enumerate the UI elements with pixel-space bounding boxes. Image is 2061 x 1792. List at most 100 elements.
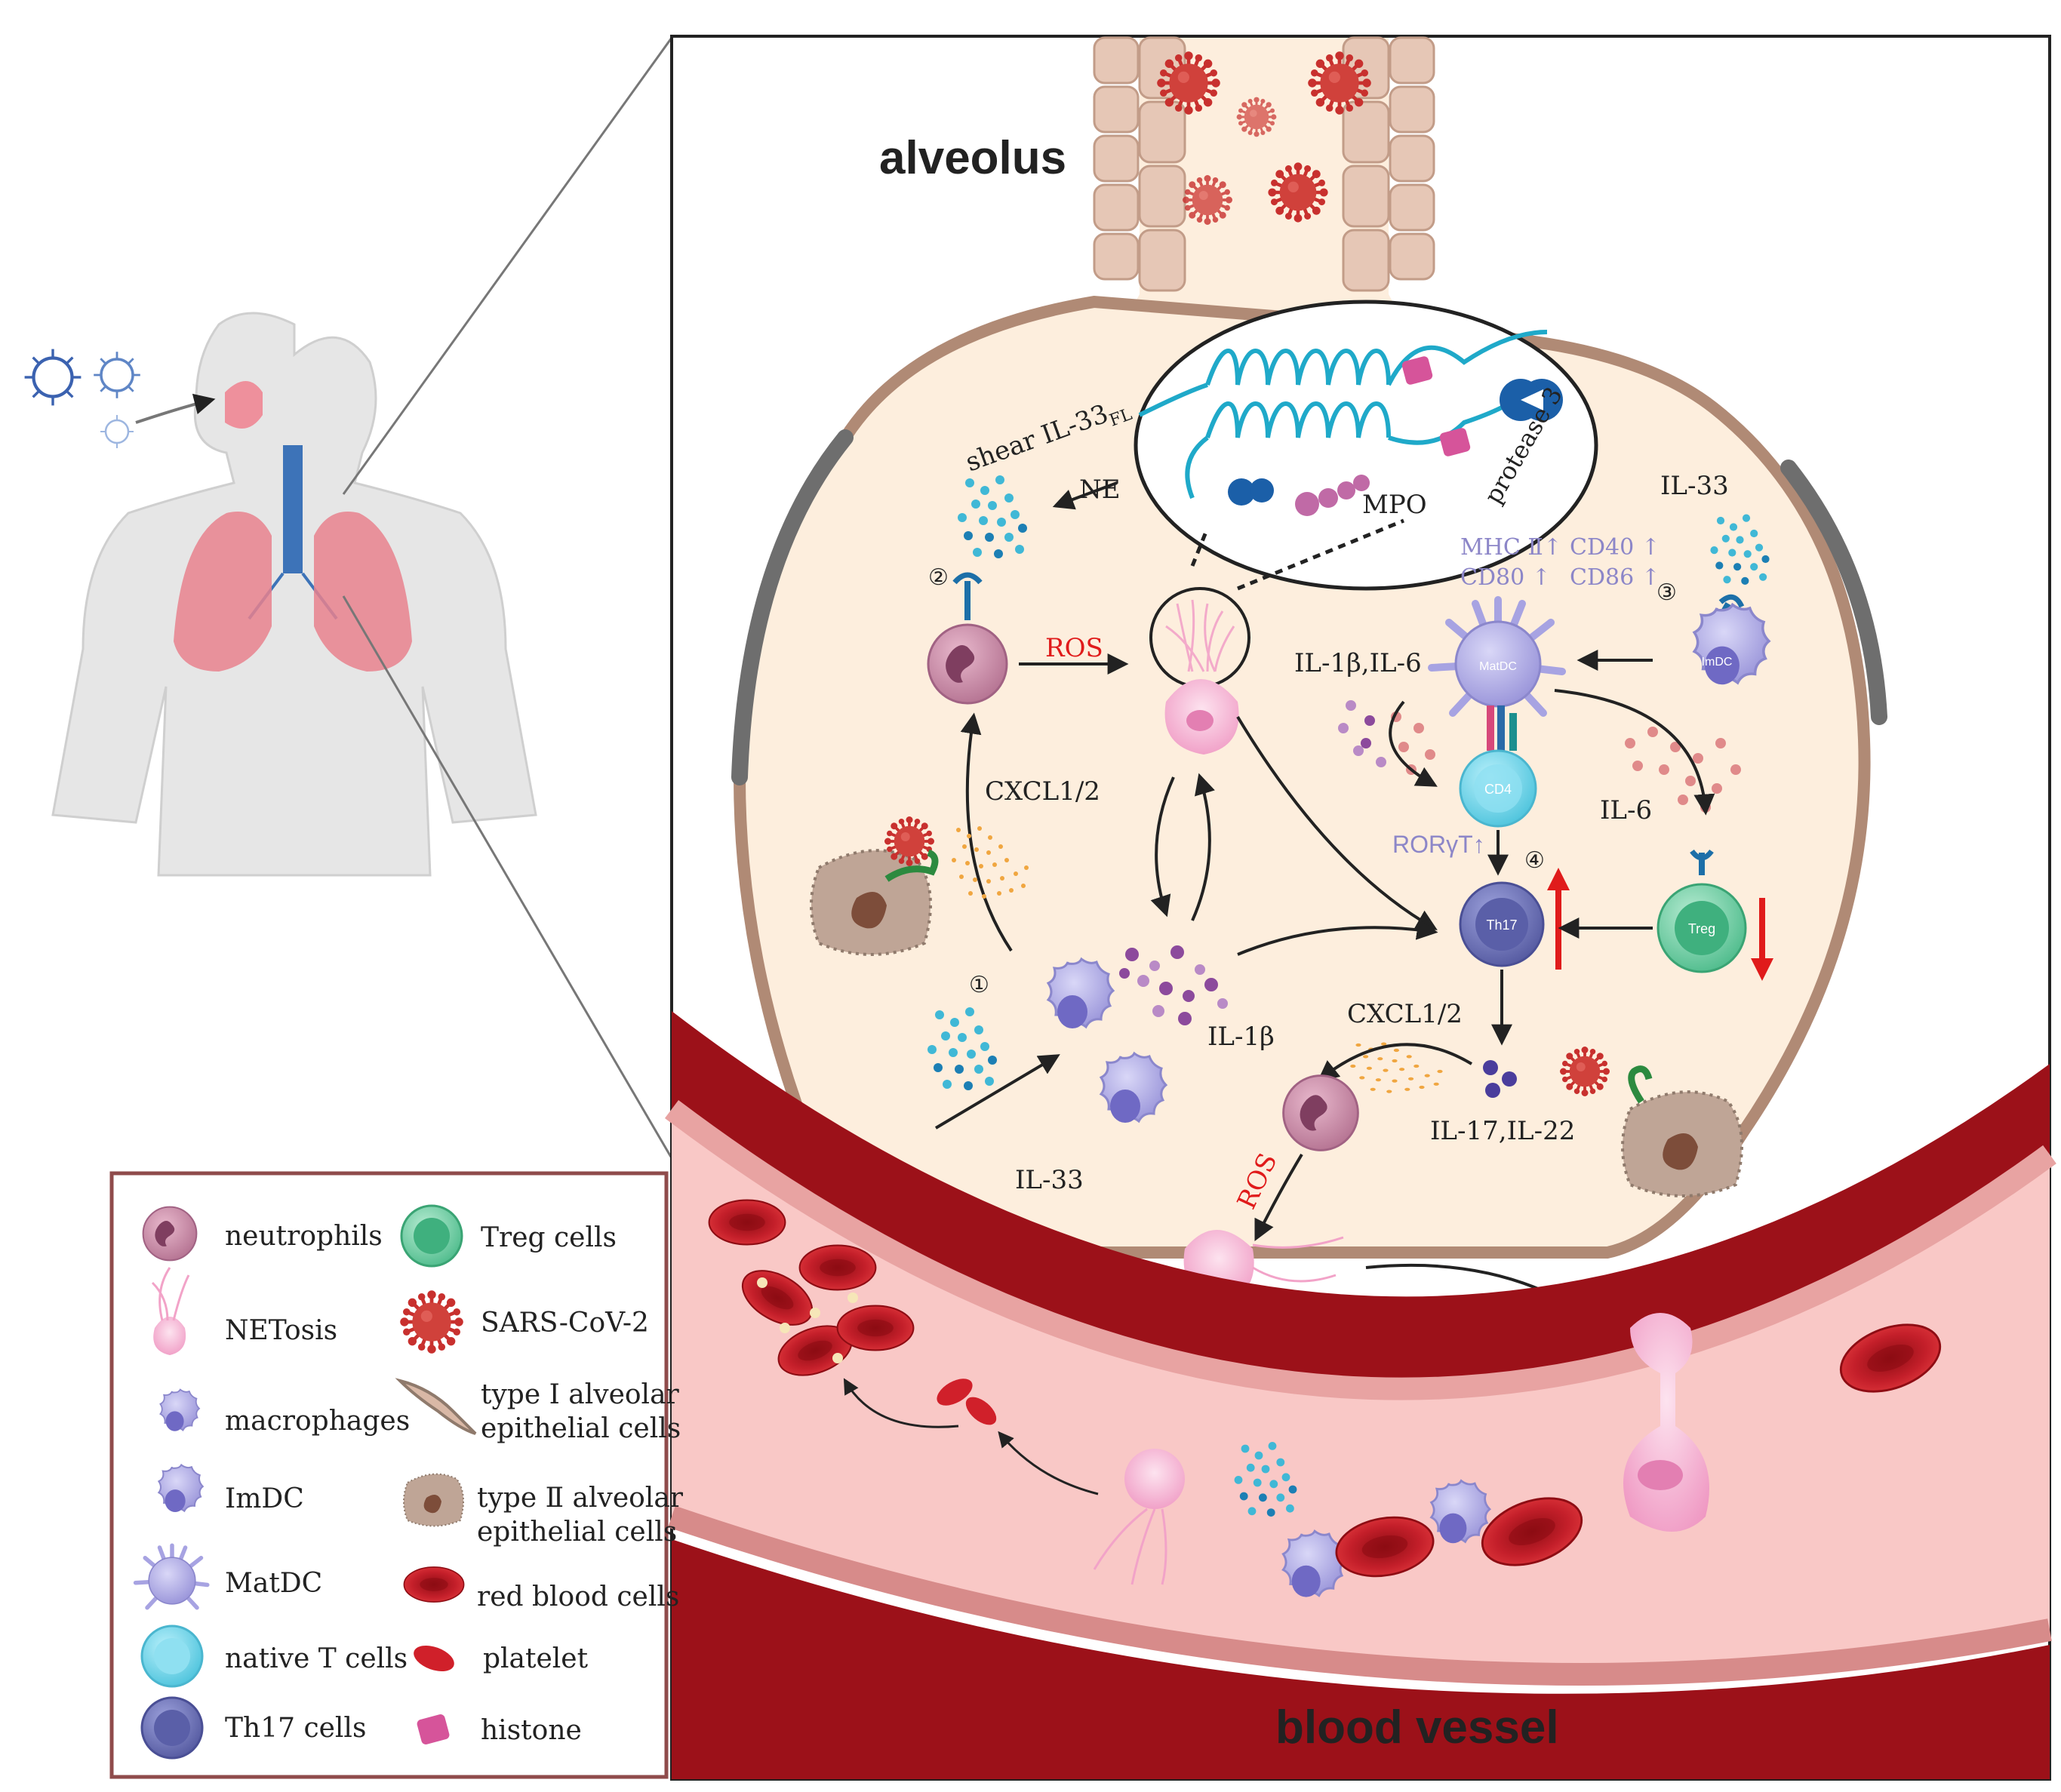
cd86-label: CD86 ↑: [1570, 564, 1660, 591]
histone-icon: [417, 1714, 450, 1744]
platelet-icon: [414, 1645, 454, 1672]
virus-airway-4: [1268, 162, 1327, 222]
legend-item-rbc: red blood cells: [403, 1566, 679, 1612]
alveolus-title: alveolus: [879, 132, 1066, 184]
legend-label-type1: type Ⅰ alveolar: [481, 1379, 680, 1410]
legend-item-native-t: native T cells: [140, 1624, 408, 1688]
th17-cell-label: Th17: [1486, 918, 1517, 933]
neutrophil-bottom: [1282, 1074, 1359, 1151]
step-1: ①: [969, 972, 989, 998]
step-3: ③: [1656, 579, 1677, 606]
imdc-cell-label: ImDC: [1702, 656, 1733, 669]
legend-label-macrophages: macrophages: [225, 1406, 410, 1437]
legend-label-type2-line2: epithelial cells: [477, 1517, 677, 1548]
virus-airway-1: [1157, 51, 1220, 115]
legend-label-platelet: platelet: [483, 1643, 589, 1674]
legend-item-platelet: platelet: [414, 1643, 589, 1674]
step-2: ②: [928, 564, 949, 591]
type2-cell-right: [1621, 1090, 1743, 1197]
rorgt-label: RORγT↑: [1392, 831, 1485, 858]
virus-small-1: [24, 349, 82, 406]
legend-item-th17: Th17 cells: [140, 1696, 366, 1760]
cd80-label: CD80 ↑: [1460, 564, 1551, 591]
legend-label-treg: Treg cells: [481, 1222, 617, 1253]
il6-label: IL-6: [1600, 795, 1652, 825]
type1-cell-icon: [395, 1378, 477, 1435]
il1b-il6-dots: [1338, 700, 1435, 775]
legend-label-matdc: MatDC: [225, 1568, 322, 1599]
netosis-cell: [1149, 587, 1250, 755]
il1b-label: IL-1β: [1207, 1022, 1275, 1052]
virus-airway-5: [1181, 174, 1234, 226]
il1b-dots: [1119, 945, 1228, 1025]
rbc-icon: [403, 1566, 465, 1603]
netosis-transmigrating: [1623, 1313, 1709, 1532]
ros-label-top: ROS: [1045, 633, 1103, 663]
human-figure: [24, 312, 537, 877]
virus-icon: [400, 1290, 463, 1354]
step-4: ④: [1524, 847, 1545, 874]
mpo-label: MPO: [1362, 490, 1427, 520]
legend-label-native-t: native T cells: [225, 1643, 408, 1674]
cxcl-label-bottom: CXCL1/2: [1347, 999, 1463, 1029]
legend-item-matdc: MatDC: [136, 1545, 322, 1608]
legend-label-netosis: NETosis: [225, 1315, 337, 1346]
il17-dots: [1483, 1060, 1517, 1098]
receptor-treg: [1690, 849, 1714, 875]
native-t-icon: [140, 1624, 204, 1688]
legend-item-histone: histone: [417, 1714, 582, 1746]
zoom-line-bottom: [342, 595, 673, 1159]
legend-label-virus: SARS-CoV-2: [481, 1308, 649, 1339]
virus-airway-2: [1308, 51, 1371, 115]
type2-cell-icon: [403, 1473, 464, 1527]
il17-label: IL-17,IL-22: [1430, 1116, 1575, 1146]
netosis-icon: [151, 1267, 190, 1355]
il33-label-bottom: IL-33: [1015, 1165, 1084, 1195]
legend-label-th17: Th17 cells: [225, 1713, 366, 1744]
il6-dots: [1625, 727, 1741, 813]
clot: [708, 1199, 915, 1385]
airway-epithelium: [1093, 36, 1435, 292]
virus-alveolus-left: [883, 815, 936, 868]
th17-icon: [140, 1696, 204, 1760]
legend-item-treg: Treg cells: [400, 1204, 617, 1268]
legend-label-imdc: ImDC: [225, 1483, 304, 1514]
il33-label-top: IL-33: [1660, 471, 1729, 501]
platelet-cluster: [937, 1379, 997, 1425]
virus-small-3: [100, 415, 134, 448]
legend-label-type2: type Ⅱ alveolar: [477, 1483, 684, 1514]
tcr-mhc-complex: [1487, 705, 1517, 751]
legend-label-rbc: red blood cells: [477, 1581, 679, 1612]
legend-item-imdc: ImDC: [158, 1464, 304, 1514]
cxcl-label-left: CXCL1/2: [985, 776, 1100, 807]
treg-down-arrow: [1751, 898, 1773, 981]
legend-item-type1: type Ⅰ alveolar epithelial cells: [395, 1378, 681, 1444]
neutrophil-icon: [142, 1206, 198, 1262]
neutrophil-alveolus: [927, 623, 1008, 705]
legend-item-netosis: NETosis: [151, 1267, 337, 1355]
vessel-outer-wall: [672, 1011, 2050, 1389]
legend-label-type1-line2: epithelial cells: [481, 1413, 681, 1444]
legend-label-neutrophils: neutrophils: [225, 1221, 383, 1252]
virus-airway-3: [1235, 96, 1278, 138]
treg-icon: [400, 1204, 463, 1268]
legend-item-type2: type Ⅱ alveolar epithelial cells: [403, 1473, 684, 1548]
zoom-line-top: [342, 37, 673, 495]
cd4-cell-label: CD4: [1484, 782, 1512, 797]
matdc-cell-label: MatDC: [1479, 660, 1517, 673]
legend-item-virus: SARS-CoV-2: [400, 1290, 649, 1354]
legend: neutrophils NETosis macrophages ImDC Mat…: [109, 1171, 684, 1779]
mhc-label: MHC Ⅱ↑: [1460, 534, 1562, 561]
il1b-il6-label: IL-1β,IL-6: [1294, 648, 1422, 678]
net-zoom-detail: shear IL-33FL MPO protease 3: [961, 300, 1598, 591]
main-panel: alveolus shear IL-: [664, 35, 2056, 1781]
treg-cell-label: Treg: [1688, 921, 1715, 936]
legend-item-neutrophils: neutrophils: [142, 1206, 383, 1262]
cd40-label: CD40 ↑: [1570, 534, 1660, 561]
virus-small-2: [94, 352, 140, 398]
legend-label-histone: histone: [481, 1715, 582, 1746]
receptor-st2: [952, 572, 983, 620]
virus-alveolus-right: [1558, 1045, 1611, 1098]
netosis-vessel: [1093, 1449, 1185, 1585]
